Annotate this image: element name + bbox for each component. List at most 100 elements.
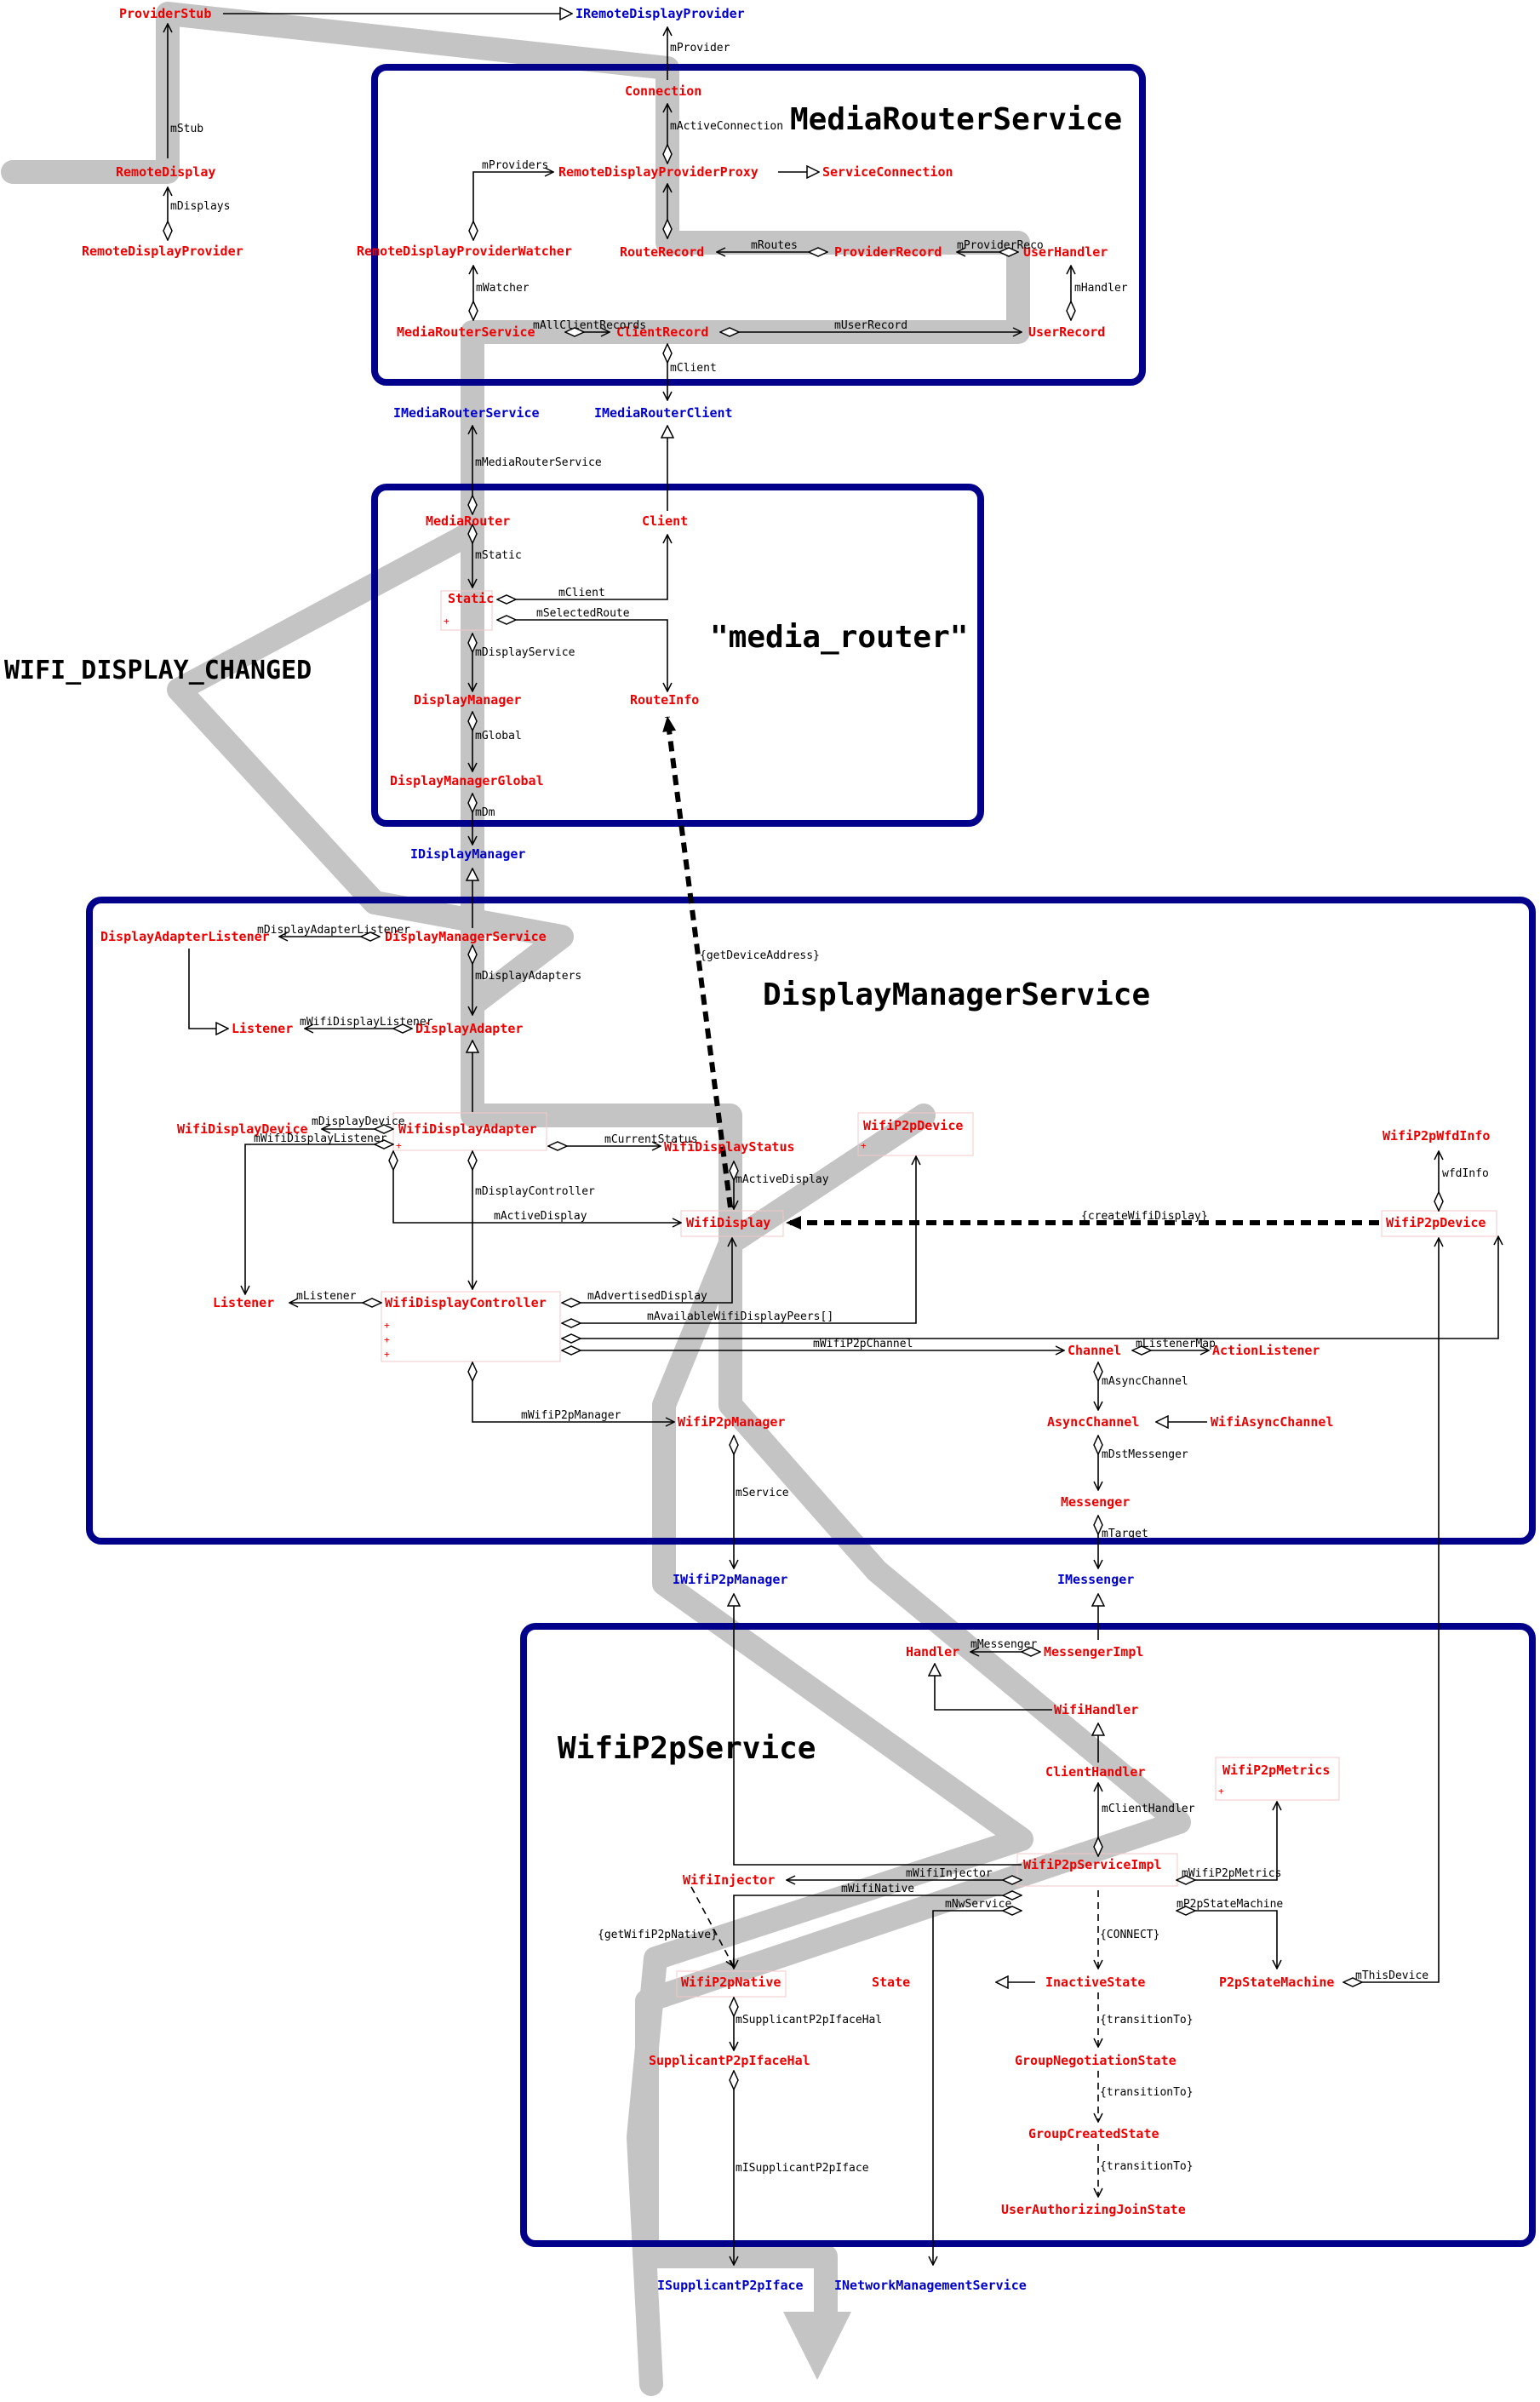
edge-get-wifi-p2p-native	[690, 1886, 734, 1967]
label-m-listener: mListener	[296, 1290, 357, 1303]
label-m-advertised-display: mAdvertisedDisplay	[587, 1290, 707, 1303]
label-m-client-2: mClient	[558, 587, 605, 599]
edge-controller-to-p2p-device-2	[562, 1236, 1498, 1339]
class-wifi-injector: WifiInjector	[683, 1872, 775, 1888]
class-supplicant-p2p-iface-hal: SupplicantP2pIfaceHal	[649, 2053, 810, 2068]
package-media-router-frame	[371, 484, 984, 827]
edge-m-nw-service	[933, 1911, 1022, 2265]
static-box	[440, 590, 493, 631]
label-create-wifi-display: {createWifiDisplay}	[1081, 1210, 1208, 1223]
interface-iwifi-p2p-manager: IWifiP2pManager	[673, 1572, 787, 1587]
label-m-target: mTarget	[1102, 1528, 1148, 1540]
label-m-current-status: mCurrentStatus	[604, 1133, 698, 1146]
label-m-nw-service: mNwService	[945, 1898, 1011, 1911]
package-wifi-p2p-service-frame	[520, 1623, 1536, 2247]
class-wifi-async-channel: WifiAsyncChannel	[1211, 1414, 1334, 1430]
edges	[168, 14, 1498, 2265]
class-remote-display-provider-proxy: RemoteDisplayProviderProxy	[558, 164, 759, 180]
class-state: State	[872, 1975, 910, 1990]
label-m-available-peers: mAvailableWifiDisplayPeers[]	[647, 1310, 833, 1323]
class-messenger: Messenger	[1061, 1494, 1130, 1510]
class-wifi-display-device: WifiDisplayDevice	[177, 1121, 308, 1137]
edge-m-wifi-native	[734, 1895, 1022, 1969]
edge-m-providers	[473, 172, 553, 240]
class-wifi-handler: WifiHandler	[1054, 1702, 1138, 1717]
class-static: Static	[448, 591, 494, 606]
class-async-channel: AsyncChannel	[1047, 1414, 1139, 1430]
class-group-created-state: GroupCreatedState	[1028, 2126, 1159, 2141]
class-channel: Channel	[1068, 1343, 1121, 1358]
label-transition-to-3: {transitionTo}	[1100, 2160, 1194, 2173]
label-m-wifi-p2p-channel: mWifiP2pChannel	[813, 1338, 913, 1350]
edge-m-this-device	[1343, 1238, 1439, 1982]
class-wifi-p2p-device-1: WifiP2pDevice	[863, 1118, 963, 1133]
wifi-display-controller-plus-1: +	[384, 1320, 390, 1331]
class-wifi-display: WifiDisplay	[686, 1215, 770, 1230]
edge-m-wifi-p2p-metrics	[1176, 1802, 1277, 1880]
label-wfd-info: wfdInfo	[1442, 1167, 1489, 1180]
class-listener-2: Listener	[213, 1295, 274, 1310]
class-route-info: RouteInfo	[630, 692, 699, 708]
label-m-providers: mProviders	[482, 159, 548, 172]
label-m-watcher: mWatcher	[476, 282, 530, 295]
package-title-wifi-p2p-service: WifiP2pService	[558, 1731, 816, 1766]
label-m-wifi-display-listener-1: mWifiDisplayListener	[300, 1016, 433, 1029]
label-m-stub: mStub	[170, 123, 203, 135]
edge-impl-to-iwifi-p2p-manager	[734, 1594, 1022, 1866]
wifi-p2p-metrics-plus: +	[1218, 1786, 1224, 1797]
class-service-connection: ServiceConnection	[822, 164, 953, 180]
class-action-listener: ActionListener	[1212, 1343, 1320, 1358]
class-user-handler: UserHandler	[1023, 244, 1108, 260]
label-m-selected-route: mSelectedRoute	[536, 607, 630, 620]
label-m-client-1: mClient	[670, 362, 717, 375]
label-m-active-display-2: mActiveDisplay	[494, 1210, 587, 1223]
label-transition-to-1: {transitionTo}	[1100, 2014, 1194, 2027]
flow-path	[1, 2, 1191, 2396]
class-wifi-p2p-metrics: WifiP2pMetrics	[1222, 1763, 1330, 1778]
interface-iremote-display-provider: IRemoteDisplayProvider	[575, 6, 745, 21]
wifi-p2p-device-1-plus: +	[861, 1140, 867, 1151]
label-m-global: mGlobal	[475, 730, 522, 742]
label-m-wifi-p2p-manager: mWifiP2pManager	[521, 1409, 621, 1422]
label-m-async-channel: mAsyncChannel	[1102, 1375, 1188, 1388]
edge-m-client-2	[497, 535, 667, 599]
flow-path-main	[1, 2, 1191, 2345]
label-get-device-address: {getDeviceAddress}	[700, 949, 820, 962]
label-m-wifi-native: mWifiNative	[841, 1883, 914, 1895]
label-m-display-service: mDisplayService	[475, 646, 575, 659]
class-group-negotiation-state: GroupNegotiationState	[1015, 2053, 1176, 2068]
class-wifi-p2p-device-2: WifiP2pDevice	[1386, 1215, 1486, 1230]
dependency-edges	[690, 1886, 1098, 2197]
label-m-routes: mRoutes	[751, 239, 798, 252]
package-display-manager-service-frame	[86, 897, 1536, 1545]
class-handler: Handler	[906, 1644, 959, 1660]
wifi-display-adapter-plus: +	[396, 1140, 402, 1151]
class-labels: ProviderStub IRemoteDisplayProvider Remo…	[82, 6, 1490, 2293]
label-m-static: mStatic	[475, 549, 522, 562]
class-wifi-p2p-native: WifiP2pNative	[681, 1975, 781, 1990]
class-wifi-display-controller: WifiDisplayController	[385, 1295, 547, 1310]
interface-idisplay-manager: IDisplayManager	[410, 846, 525, 862]
label-m-display-adapter-listener: mDisplayAdapterListener	[257, 924, 410, 937]
class-wifi-display-adapter: WifiDisplayAdapter	[398, 1121, 537, 1137]
class-provider-record: ProviderRecord	[834, 244, 942, 260]
interface-imedia-router-service: IMediaRouterService	[393, 405, 540, 421]
class-user-record: UserRecord	[1028, 324, 1105, 340]
label-m-listener-map: mListenerMap	[1136, 1338, 1216, 1350]
edge-m-selected-route	[497, 620, 667, 691]
class-display-adapter-listener: DisplayAdapterListener	[100, 929, 270, 944]
label-m-display-adapters: mDisplayAdapters	[475, 970, 581, 983]
label-get-wifi-p2p-native: {getWifiP2pNative}	[598, 1929, 718, 1941]
edge-m-p2p-state-machine	[1176, 1911, 1277, 1969]
class-wifi-p2p-service-impl: WifiP2pServiceImpl	[1023, 1857, 1162, 1872]
label-m-service: mService	[736, 1487, 789, 1499]
wifi-display-controller-plus-3: +	[384, 1349, 390, 1360]
package-title-media-router: "media_router"	[710, 620, 968, 655]
class-display-manager: DisplayManager	[414, 692, 521, 708]
class-display-adapter: DisplayAdapter	[415, 1021, 523, 1036]
class-provider-stub: ProviderStub	[119, 6, 211, 21]
class-wifi-display-status: WifiDisplayStatus	[664, 1139, 795, 1155]
wifi-display-changed-label: WIFI_DISPLAY_CHANGED	[4, 656, 312, 685]
wifi-p2p-metrics-box	[1215, 1757, 1340, 1801]
